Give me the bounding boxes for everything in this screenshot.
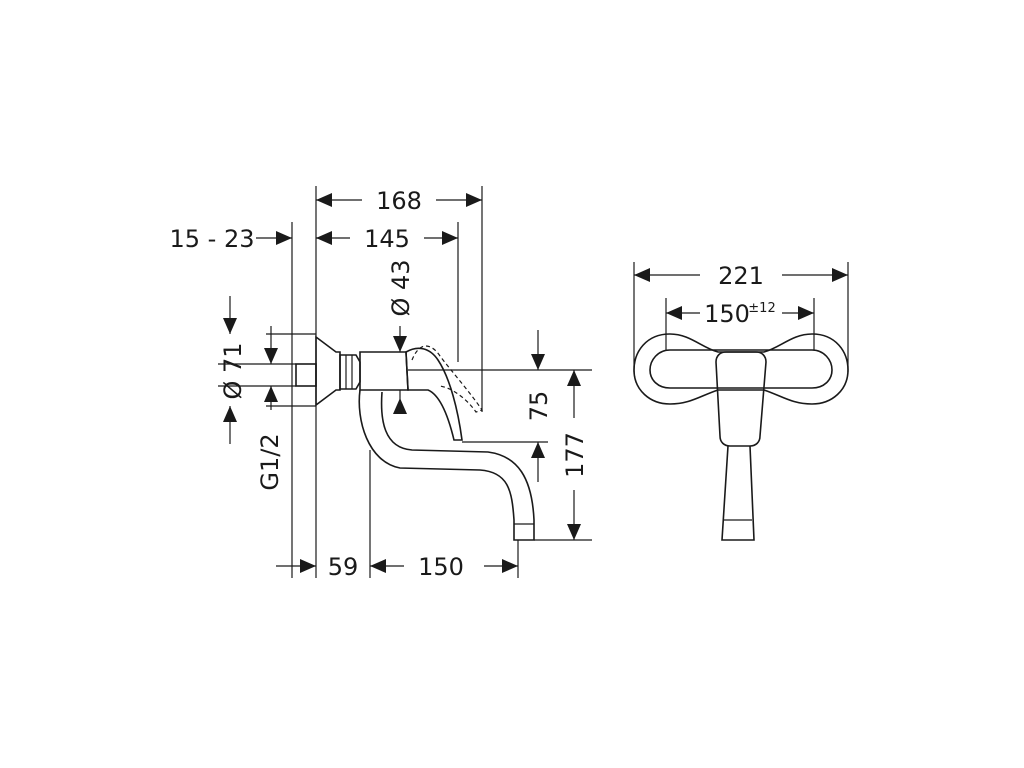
dim-body-height: 75 (525, 330, 553, 482)
dim-spout-reach-label: 150 (418, 553, 464, 581)
spout (358, 389, 535, 541)
dim-spout-offset-label: 59 (328, 553, 359, 581)
front-spout (721, 445, 755, 541)
mixer-body (359, 351, 409, 391)
dim-handle-depth: 145 (316, 225, 458, 253)
dim-spout-offset: 59 (276, 553, 358, 581)
handle-swing-outline (411, 345, 483, 413)
dim-center-distance-label: 150 (704, 300, 750, 328)
body-outline (633, 333, 849, 405)
body-inner (649, 349, 833, 389)
front-view: 221 150 ±12 (633, 262, 849, 541)
dim-spout-height: 177 (561, 370, 589, 540)
dim-handle-diameter: Ø 43 (387, 259, 415, 414)
dim-overall-depth: 168 (316, 187, 482, 215)
dim-spout-reach: 150 (370, 553, 518, 581)
flange (315, 335, 341, 407)
dim-width-total-label: 221 (718, 262, 764, 290)
side-view: 168 145 15 - 23 Ø 43 (170, 186, 592, 581)
dim-handle-depth-label: 145 (364, 225, 410, 253)
nut (339, 354, 361, 390)
dim-center-distance: 150 ±12 (666, 300, 814, 328)
handle (405, 347, 463, 441)
dim-body-height-label: 75 (525, 391, 553, 422)
dim-flange-diameter-label: Ø 71 (219, 342, 247, 399)
dim-overall-depth-label: 168 (376, 187, 422, 215)
connector-thread (295, 363, 317, 387)
dim-thread-label: G1/2 (256, 433, 284, 490)
front-handle (715, 351, 767, 447)
dim-spout-height-label: 177 (561, 432, 589, 478)
dim-flange-diameter: Ø 71 (219, 326, 278, 410)
dim-center-tolerance-label: ±12 (748, 301, 775, 316)
dim-wall-distance: 15 - 23 (170, 225, 332, 253)
dim-width-total: 221 (634, 262, 848, 290)
dim-wall-distance-label: 15 - 23 (170, 225, 255, 253)
dim-handle-diameter-label: Ø 43 (387, 259, 415, 316)
dim-thread: G1/2 (223, 296, 284, 491)
